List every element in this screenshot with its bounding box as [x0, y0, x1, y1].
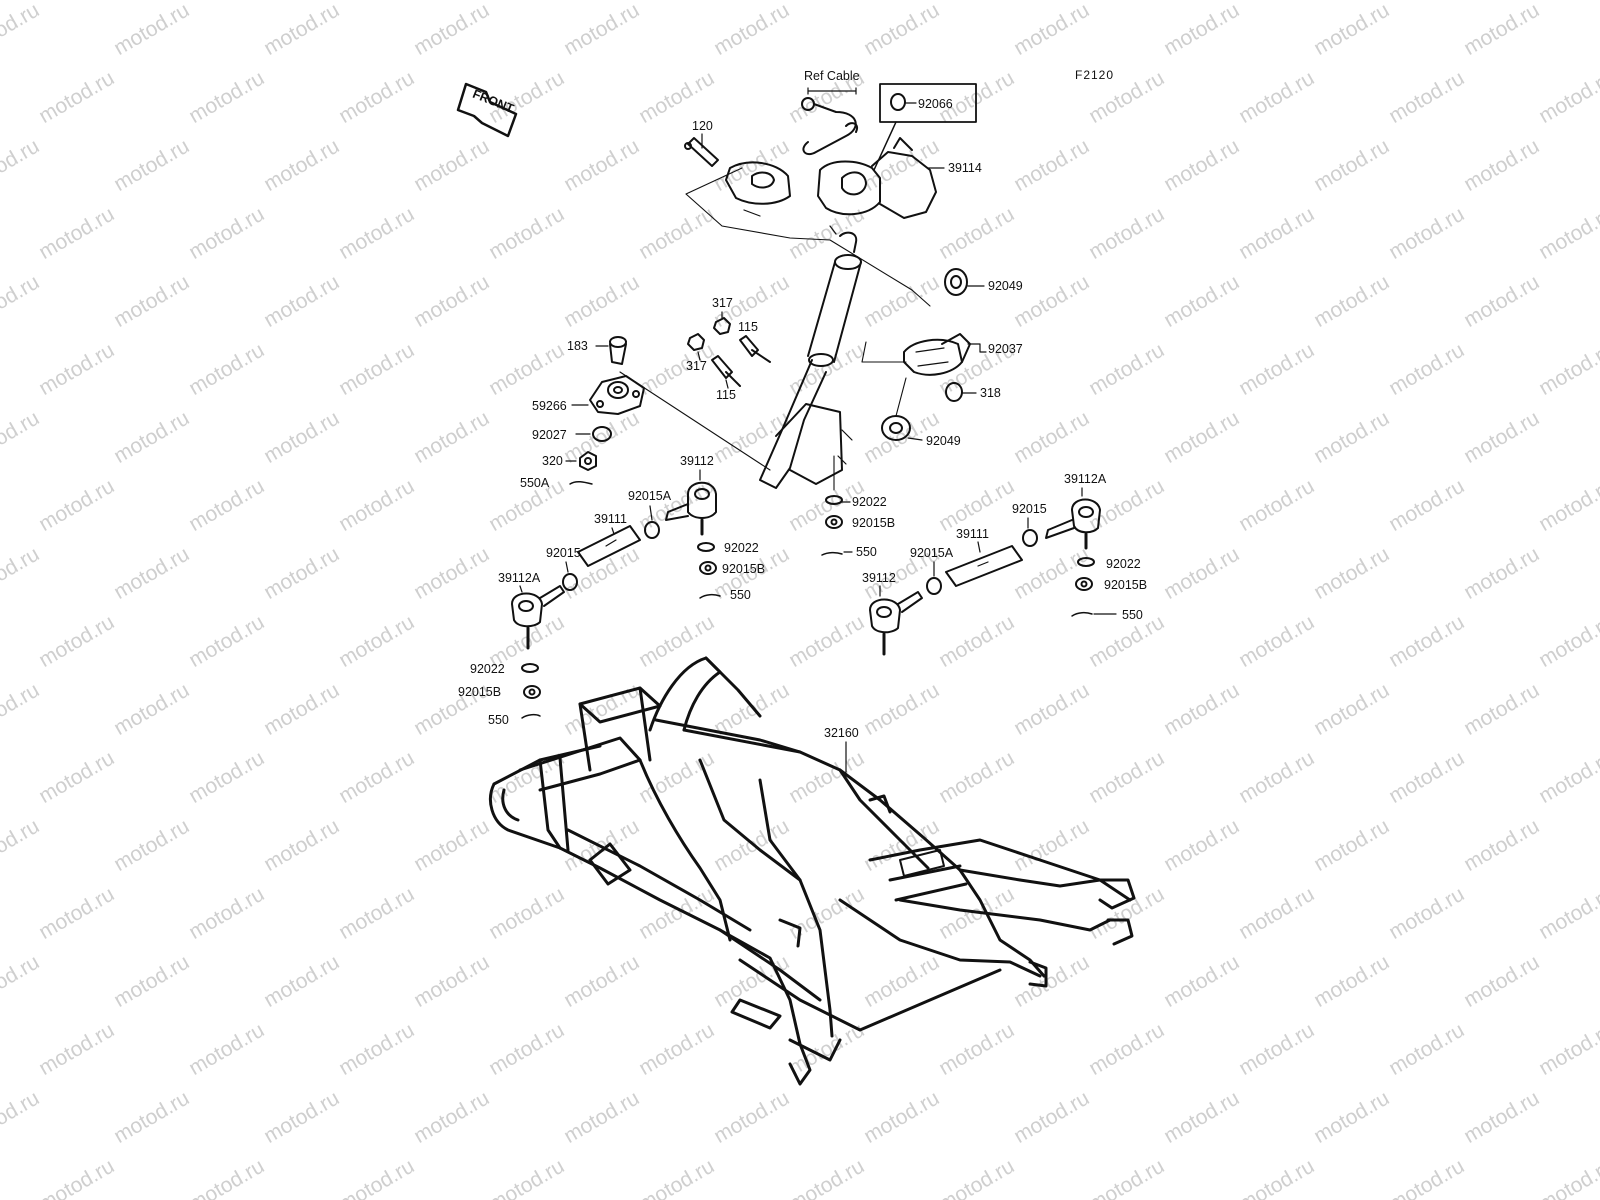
front-arrow: FRONT: [456, 82, 518, 138]
label-92066: 92066: [918, 97, 953, 111]
label-92015B-center: 92015B: [852, 516, 895, 530]
pin-550A: [569, 480, 593, 485]
label-183: 183: [567, 339, 588, 353]
label-317-upper: 317: [712, 296, 733, 310]
label-92027: 92027: [532, 428, 567, 442]
label-92015-left: 92015: [546, 546, 581, 560]
main-frame-32160: [489, 656, 1136, 1086]
label-39112A-left: 39112A: [498, 571, 541, 585]
nut-92015B-bottom: [523, 685, 541, 699]
label-92015-right: 92015: [1012, 502, 1047, 516]
bolt-183: [609, 336, 627, 365]
label-317-lower: 317: [686, 359, 707, 373]
bush-92049-lower: [881, 415, 911, 441]
label-92022-mid: 92022: [724, 541, 759, 555]
tie-rod-end-39112A-left: [511, 585, 565, 650]
label-550-center: 550: [856, 545, 877, 559]
label-92015A-right: 92015A: [910, 546, 954, 560]
label-92015A-left: 92015A: [628, 489, 672, 503]
washer-92022-center: [825, 495, 843, 505]
label-92022-bottom: 92022: [470, 662, 505, 676]
bolt-120: [684, 137, 719, 167]
nut-92015-right: [1022, 529, 1038, 547]
label-318: 318: [980, 386, 1001, 400]
label-120: 120: [692, 119, 713, 133]
label-92037: 92037: [988, 342, 1023, 356]
label-115-lower: 115: [716, 388, 736, 402]
nut-92015B-center: [825, 515, 843, 529]
nut-317-upper: [713, 317, 731, 335]
tie-rod-39111-left: [577, 525, 641, 567]
bolt-115-upper: [739, 335, 771, 363]
washer-92022-bottom: [521, 663, 539, 673]
pin-550-right: [1071, 611, 1093, 617]
label-320: 320: [542, 454, 563, 468]
label-39112-right: 39112: [862, 571, 896, 585]
steering-shaft: [807, 231, 862, 367]
nut-92015B-right: [1075, 577, 1093, 591]
label-39111-right: 39111: [956, 527, 989, 541]
label-550A: 550A: [520, 476, 550, 490]
label-39112-left: 39112: [680, 454, 714, 468]
ref-cable-bracket: [807, 87, 857, 95]
nut-318: [945, 382, 963, 402]
tie-rod-end-39112A-right: [1045, 498, 1101, 550]
steering-shaft-holder: [817, 121, 937, 219]
tie-rod-39111-right: [945, 545, 1023, 587]
nut-92015A-left: [644, 521, 660, 539]
label-92015B-bottom: 92015B: [458, 685, 501, 699]
seal-92027: [592, 426, 612, 442]
label-39114: 39114: [948, 161, 982, 175]
front-label: FRONT: [471, 87, 516, 116]
label-39112A-right: 39112A: [1064, 472, 1107, 486]
bolt-115-lower: [711, 355, 741, 387]
label-550-bottom: 550: [488, 713, 509, 727]
nut-317-lower: [687, 333, 705, 351]
label-92049-upper: 92049: [988, 279, 1023, 293]
pin-550-bottom: [521, 713, 541, 719]
label-92049-lower: 92049: [926, 434, 961, 448]
shaft-lower-bracket: [619, 359, 853, 489]
label-550-mid: 550: [730, 588, 751, 602]
cable-guide-clip: [801, 97, 858, 156]
label-92022-center: 92022: [852, 495, 887, 509]
label-550-right: 550: [1122, 608, 1143, 622]
label-59266: 59266: [532, 399, 567, 413]
label-92022-right: 92022: [1106, 557, 1141, 571]
bearing-housing-59266: [589, 375, 645, 415]
nut-92015A-right: [926, 577, 942, 595]
bush-92049-upper: [944, 268, 968, 296]
clamp-92037: [903, 333, 971, 376]
tie-rod-end-39112-right: [869, 591, 923, 656]
label-32160: 32160: [824, 726, 859, 740]
label-115-upper: 115: [738, 320, 758, 334]
pin-550-mid: [699, 593, 721, 599]
washer-92022-right: [1077, 557, 1095, 567]
tie-rod-end-39112-left: [665, 481, 717, 536]
nut-320: [579, 451, 597, 471]
figure-code: F2120: [1075, 68, 1114, 82]
nut-92015B-mid: [699, 561, 717, 575]
washer-92022-mid: [697, 542, 715, 552]
nut-92015-left: [562, 573, 578, 591]
ref-cable-label: Ref Cable: [804, 69, 860, 83]
upper-steering-clamp: [725, 161, 791, 205]
pin-550-center: [821, 551, 843, 556]
box-92066: [879, 83, 977, 123]
label-92015B-right: 92015B: [1104, 578, 1147, 592]
label-92015B-mid: 92015B: [722, 562, 765, 576]
label-39111-left: 39111: [594, 512, 627, 526]
